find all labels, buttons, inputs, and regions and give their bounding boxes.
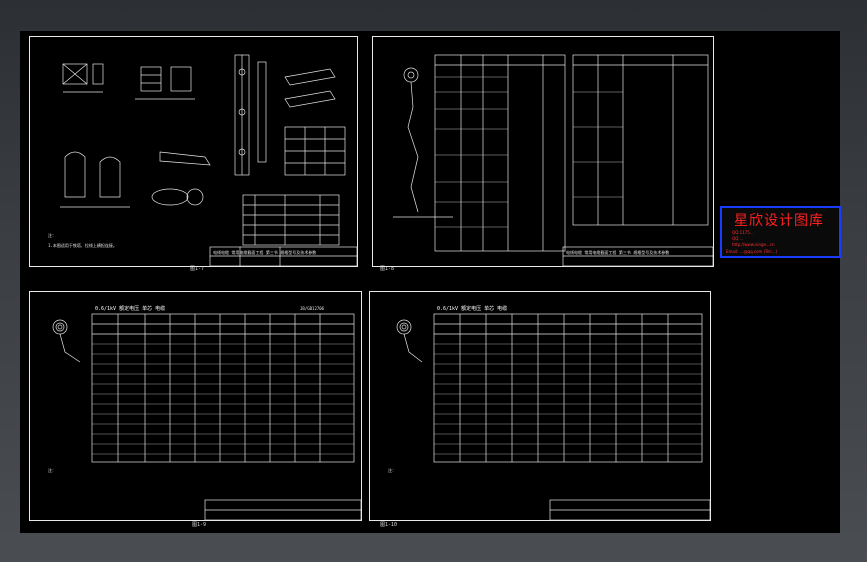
sheet-2-drawing: 电线电缆 常用电缆截面工程 第三节 规格型号及技术参数 <box>393 54 714 267</box>
drawing-sheet-1[interactable]: 注： 1.本图适用于铁塔、拉线上横担连接。 电线电缆 常用电缆截面工程 第三节 … <box>29 36 358 267</box>
s3-code: JB/GB12706 <box>300 306 325 311</box>
sheet-2-page: 图1-8 <box>380 266 395 272</box>
watermark-line-3: http://www.xinge...cn <box>732 242 775 247</box>
s3-header: 0.6/1kV 额定电压 单芯 电缆 <box>95 305 165 312</box>
watermark-line-1: QQ:1175... <box>732 230 754 235</box>
sheet-4-drawing: 0.6/1kV 额定电压 单芯 电缆 注： <box>388 305 711 521</box>
s1-title-block: 电线电缆 常用电缆截面工程 第三节 规格型号及技术参数 <box>213 249 316 255</box>
s4-header: 0.6/1kV 额定电压 单芯 电缆 <box>437 305 507 312</box>
sheet-3-page: 图1-9 <box>192 522 207 528</box>
watermark-line-2: QQ:... <box>732 236 744 241</box>
s4-note: 注： <box>388 467 396 473</box>
sheet-1-page: 图1-7 <box>190 266 205 272</box>
drawing-sheet-2[interactable]: 电线电缆 常用电缆截面工程 第三节 规格型号及技术参数 <box>372 36 714 267</box>
drawing-sheet-3[interactable]: 0.6/1kV 额定电压 单芯 电缆 JB/GB12706 注： <box>29 291 362 521</box>
watermark-title: 星欣设计图库 <box>734 213 824 229</box>
s3-note: 注： <box>48 467 56 473</box>
svg-text:1.本图适用于铁塔、拉线上横担连接。: 1.本图适用于铁塔、拉线上横担连接。 <box>48 242 117 248</box>
sheet-3-drawing: 0.6/1kV 额定电压 单芯 电缆 JB/GB12706 注： <box>48 305 362 521</box>
drawing-canvas[interactable]: 注： 1.本图适用于铁塔、拉线上横担连接。 电线电缆 常用电缆截面工程 第三节 … <box>20 31 840 533</box>
sheet-1-drawing: 注： 1.本图适用于铁塔、拉线上横担连接。 电线电缆 常用电缆截面工程 第三节 … <box>48 54 358 267</box>
drawing-sheet-4[interactable]: 0.6/1kV 额定电压 单芯 电缆 注： <box>369 291 711 521</box>
svg-text:注：: 注： <box>48 232 56 238</box>
watermark-line-4: Email: ...@qq.com (Tel:...) <box>726 249 778 254</box>
watermark-stamp: 星欣设计图库 QQ:1175... QQ:... http://www.xing… <box>720 206 841 258</box>
s2-title-block: 电线电缆 常用电缆截面工程 第三节 规格型号及技术参数 <box>566 249 669 255</box>
sheet-4-page: 图1-10 <box>380 522 398 528</box>
